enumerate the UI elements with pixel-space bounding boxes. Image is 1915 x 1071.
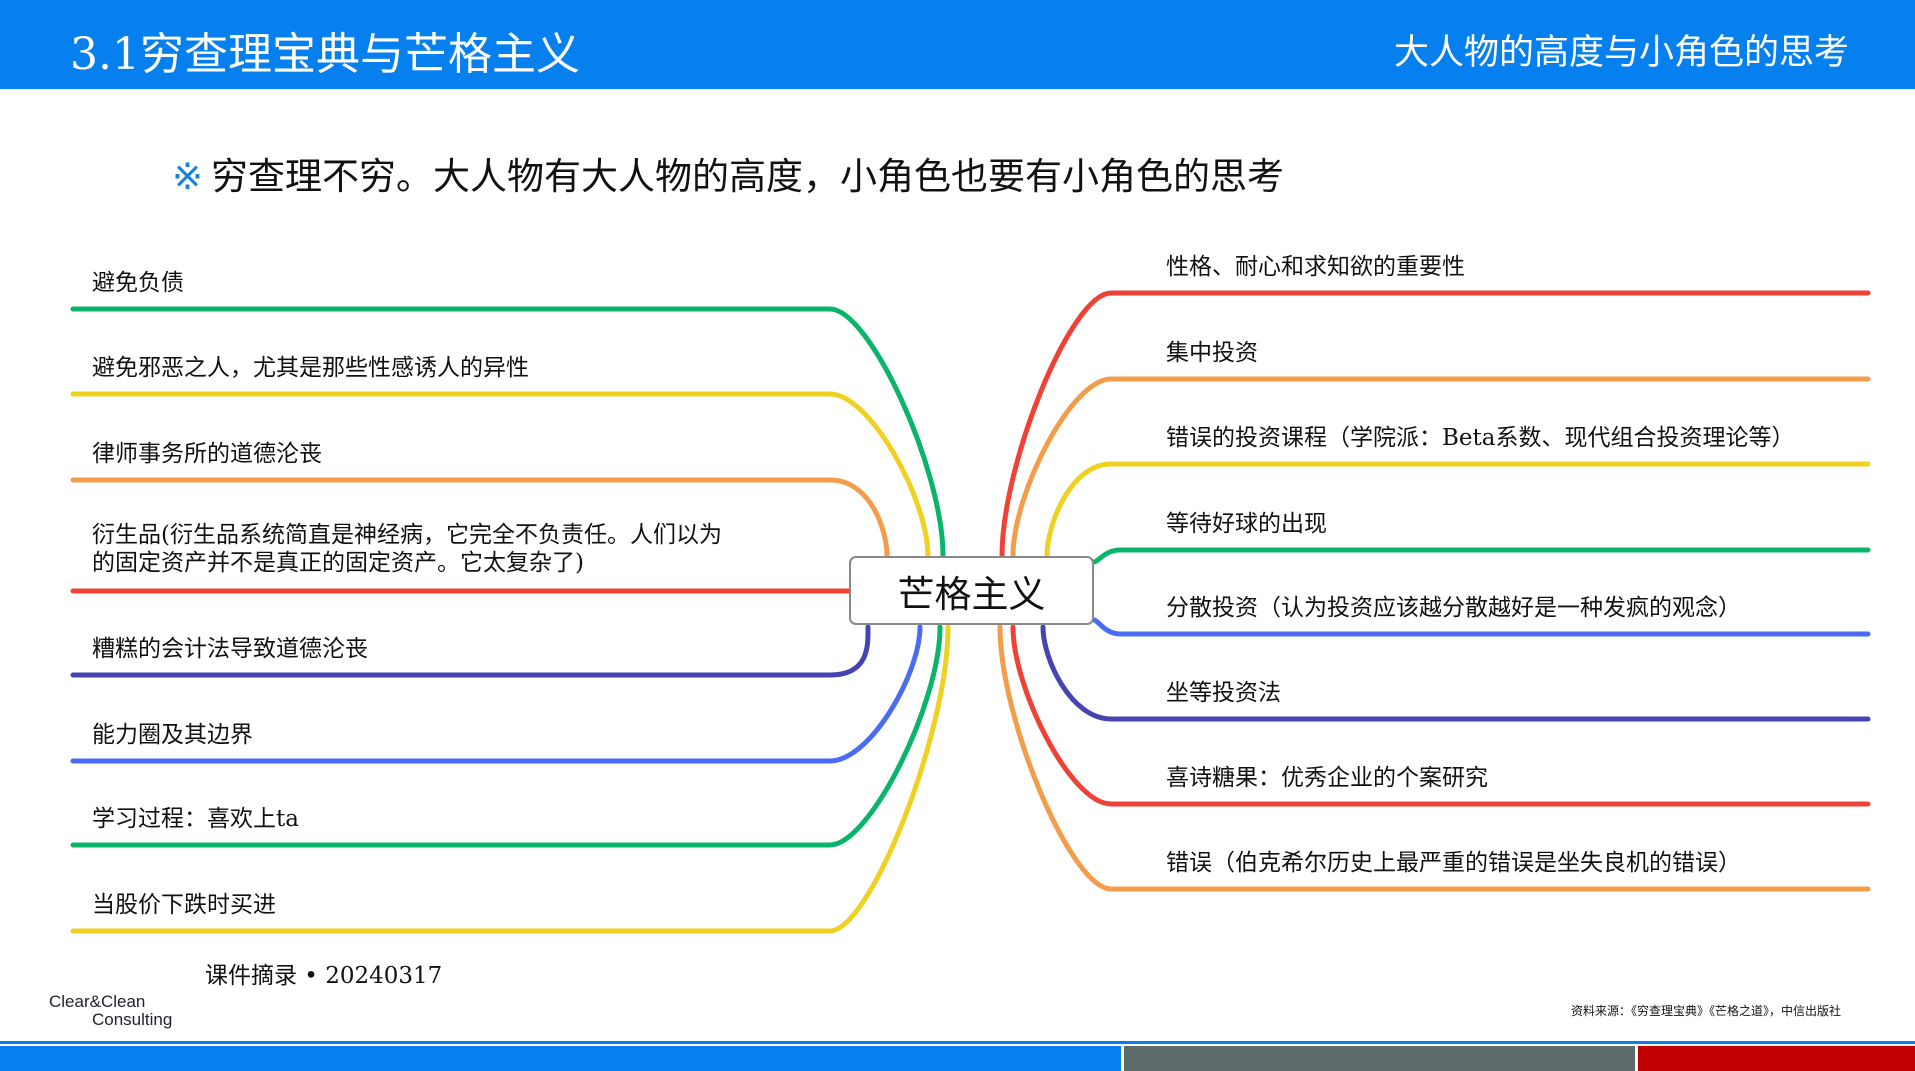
node-label: 错误的投资课程（学院派：Beta系数、现代组合投资理论等） [1166, 425, 1795, 451]
node-label: 衍生品(衍生品系统简直是神经病，它完全不负责任。人们以为 [92, 522, 722, 548]
node-label: 避免负债 [92, 270, 184, 296]
branch-left-1 [70, 306, 946, 559]
node-label: 能力圈及其边界 [92, 722, 253, 748]
mindmap-node-left-5[interactable]: 糟糕的会计法导致道德沦丧 [92, 635, 368, 663]
branch-right-6 [1040, 624, 1871, 722]
node-label: 错误（伯克希尔历史上最严重的错误是坐失良机的错误） [1166, 850, 1741, 876]
node-label: 坐等投资法 [1166, 680, 1281, 706]
mindmap-node-left-4[interactable]: 衍生品(衍生品系统简直是神经病，它完全不负责任。人们以为的固定资产并不是真正的固… [92, 521, 722, 577]
node-label: 喜诗糖果：优秀企业的个案研究 [1166, 765, 1488, 791]
mindmap-node-right-6[interactable]: 坐等投资法 [1166, 679, 1281, 707]
node-label: 当股价下跌时买进 [92, 892, 276, 918]
node-label: 糟糕的会计法导致道德沦丧 [92, 636, 368, 662]
node-label: 分散投资（认为投资应该越分散越好是一种发疯的观念） [1166, 595, 1741, 621]
branch-left-6 [70, 624, 923, 764]
branch-right-8 [997, 624, 1871, 892]
logo-line-2: Consulting [92, 1010, 173, 1029]
mindmap-node-right-7[interactable]: 喜诗糖果：优秀企业的个案研究 [1166, 764, 1488, 792]
mindmap-node-right-1[interactable]: 性格、耐心和求知欲的重要性 [1166, 253, 1465, 281]
footer-bar-red [1638, 1046, 1915, 1071]
branch-right-7 [1010, 624, 1871, 807]
node-label: 律师事务所的道德沦丧 [92, 441, 322, 467]
mindmap-node-right-5[interactable]: 分散投资（认为投资应该越分散越好是一种发疯的观念） [1166, 594, 1741, 622]
branch-right-2 [1010, 376, 1871, 559]
lead-text: 穷查理不穷。大人物有大人物的高度，小角色也要有小角色的思考 [211, 155, 1285, 198]
node-label: 学习过程：喜欢上ta [92, 806, 299, 832]
source-citation: 资料来源：《穷查理宝典》《芒格之道》，中信出版社 [1570, 1004, 1841, 1018]
branch-left-5 [70, 624, 871, 678]
branch-right-1 [999, 290, 1871, 559]
mindmap-center-node[interactable]: 芒格主义 [849, 556, 1094, 625]
lead-statement: ※穷查理不穷。大人物有大人物的高度，小角色也要有小角色的思考 [172, 146, 1284, 200]
mindmap-node-left-8[interactable]: 当股价下跌时买进 [92, 891, 276, 919]
mindmap-node-left-3[interactable]: 律师事务所的道德沦丧 [92, 440, 322, 468]
page-title: 3.1穷查理宝典与芒格主义 [70, 29, 580, 80]
logo-line-1: Clear&Clean [49, 992, 146, 1011]
branch-right-5 [1091, 617, 1871, 637]
mindmap-node-left-7[interactable]: 学习过程：喜欢上ta [92, 805, 299, 833]
branch-left-7 [70, 624, 943, 848]
node-label: 集中投资 [1166, 340, 1258, 366]
node-label: 性格、耐心和求知欲的重要性 [1166, 254, 1465, 280]
footer-bar-blue [0, 1046, 1121, 1071]
mindmap-node-left-2[interactable]: 避免邪恶之人，尤其是那些性感诱人的异性 [92, 354, 529, 382]
footer-divider [0, 1041, 1915, 1044]
mindmap-node-right-2[interactable]: 集中投资 [1166, 339, 1258, 367]
reference-mark-icon: ※ [172, 155, 204, 198]
mindmap-node-right-3[interactable]: 错误的投资课程（学院派：Beta系数、现代组合投资理论等） [1166, 424, 1794, 452]
mindmap-node-right-4[interactable]: 等待好球的出现 [1166, 510, 1327, 538]
branch-right-4 [1091, 547, 1871, 565]
branch-right-3 [1044, 461, 1871, 559]
node-label: 避免邪恶之人，尤其是那些性感诱人的异性 [92, 355, 529, 381]
footer-bar-gray [1124, 1046, 1635, 1071]
branch-left-3 [70, 477, 890, 559]
mindmap-node-left-6[interactable]: 能力圈及其边界 [92, 721, 253, 749]
mindmap-node-left-1[interactable]: 避免负债 [92, 269, 184, 297]
mindmap-node-right-8[interactable]: 错误（伯克希尔历史上最严重的错误是坐失良机的错误） [1166, 849, 1741, 877]
header-bar: 3.1穷查理宝典与芒格主义 大人物的高度与小角色的思考 [0, 0, 1915, 89]
footer-note: 课件摘录 • 20240317 [205, 963, 443, 989]
section-subtitle: 大人物的高度与小角色的思考 [1393, 33, 1849, 73]
company-logo: Clear&Clean Consulting [49, 993, 172, 1029]
node-label-line-2: 的固定资产并不是真正的固定资产。它太复杂了) [92, 550, 584, 576]
branch-left-2 [70, 391, 931, 559]
node-label: 等待好球的出现 [1166, 511, 1327, 537]
branch-left-8 [70, 624, 951, 934]
